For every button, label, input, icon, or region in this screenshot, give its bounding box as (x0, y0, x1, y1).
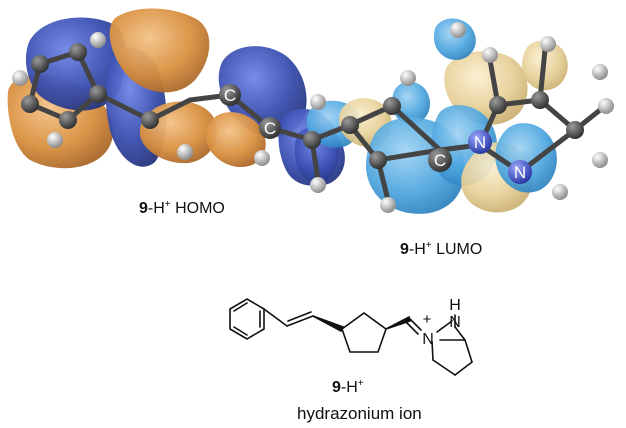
compound-number-label: 9-H+ (332, 378, 364, 396)
homo-label: 9-H+ HOMO (139, 199, 225, 217)
cyclopentane-ring (341, 312, 387, 353)
atom-c-2: C (259, 117, 281, 139)
struct-n-plus-label: N (422, 331, 434, 348)
struct-nh-n-label: N (449, 314, 461, 331)
svg-text:C: C (434, 151, 446, 170)
struct-plus-charge: + (423, 311, 432, 328)
svg-text:C: C (224, 86, 236, 105)
svg-text:C: C (264, 119, 276, 138)
atom-n-1: N (468, 130, 492, 154)
lumo-label: 9-H+ LUMO (400, 240, 483, 258)
compound-name-label: hydrazonium ion (297, 404, 422, 423)
atom-c-1: C (219, 84, 241, 106)
lumo-orbital-lobes (306, 18, 568, 214)
svg-text:N: N (474, 133, 486, 152)
structure-hydrazonium-ion (229, 298, 473, 376)
hydrogen-atoms (12, 22, 614, 213)
benzene-ring (229, 298, 265, 340)
svg-text:N: N (514, 163, 526, 182)
carbon-atoms (21, 43, 584, 169)
homo-orbital-lobes (7, 8, 345, 186)
homo-lobe-orange-4 (205, 112, 266, 168)
atom-c-3: C (428, 148, 452, 172)
homo-lobe-orange-2 (109, 8, 210, 93)
atom-n-2: N (508, 160, 532, 184)
wedge-bond-left (312, 315, 345, 333)
struct-nh-h-label: H (449, 297, 461, 314)
